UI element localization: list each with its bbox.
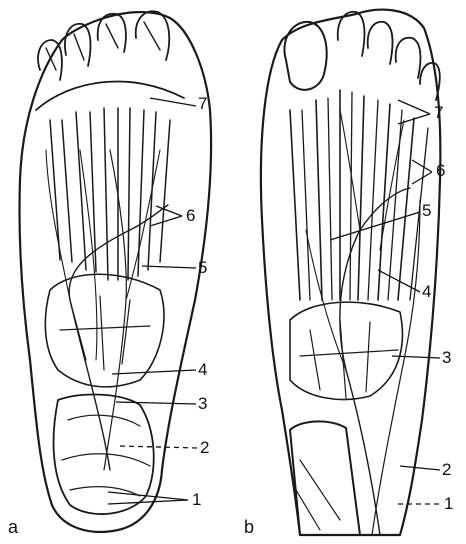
- callout-a-1: 1: [192, 491, 201, 508]
- callout-b-2: 2: [442, 461, 451, 478]
- callout-a-4: 4: [198, 361, 207, 378]
- panel-label-a: a: [8, 518, 18, 536]
- foot-b-drawing: [261, 10, 440, 535]
- callout-b-5: 5: [422, 202, 431, 219]
- callout-a-5: 5: [198, 259, 207, 276]
- callout-b-7: 7: [434, 104, 443, 121]
- callout-b-3: 3: [442, 349, 451, 366]
- callout-b-6: 6: [436, 162, 445, 179]
- callout-b-1: 1: [444, 495, 453, 512]
- foot-a-drawing: [19, 11, 211, 532]
- callout-a-2: 2: [200, 439, 209, 456]
- callout-b-4: 4: [422, 283, 431, 300]
- callout-a-3: 3: [198, 395, 207, 412]
- callout-a-6: 6: [186, 207, 195, 224]
- panel-label-b: b: [244, 518, 254, 536]
- callout-a-7: 7: [198, 95, 207, 112]
